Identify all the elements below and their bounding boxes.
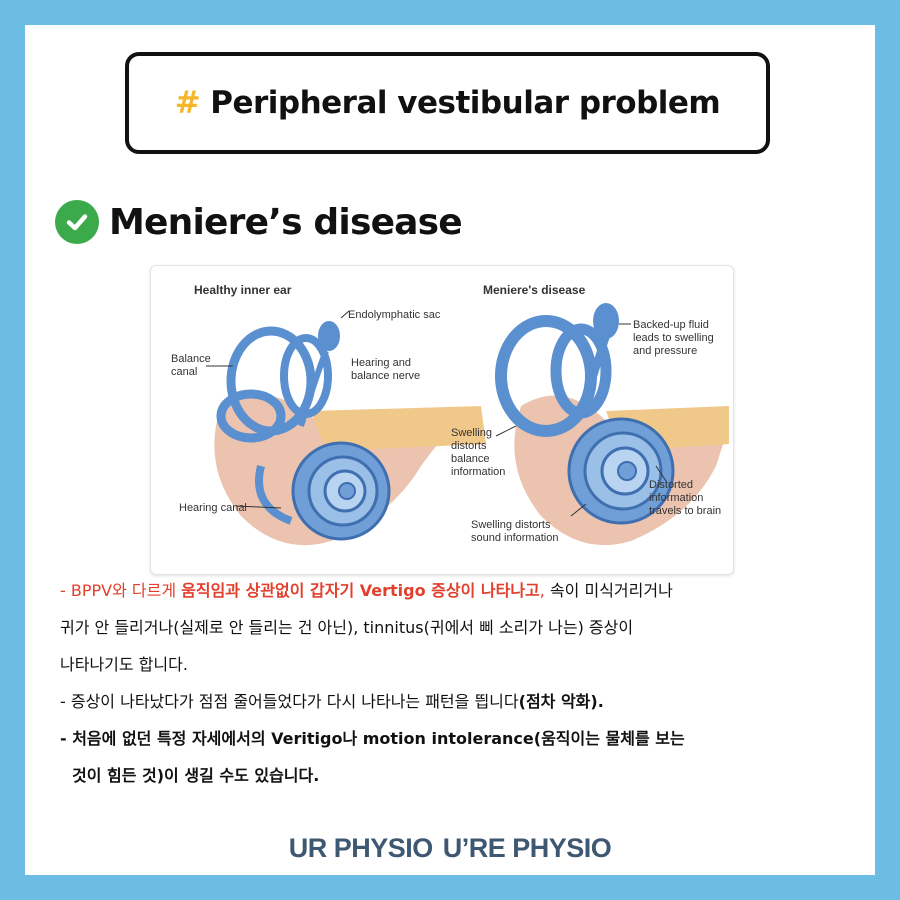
p1-highlight: 움직임과 상관없이 갑자기 Vertigo 증상이 나타나고 — [181, 581, 540, 600]
section-heading: Meniere’s disease — [55, 200, 463, 244]
section-title: Meniere’s disease — [109, 201, 463, 243]
label-backed-2: leads to swelling — [633, 332, 714, 344]
label-balance-2: canal — [171, 366, 197, 378]
page-title: #Peripheral vestibular problem — [175, 85, 721, 121]
inner-ear-figure: Healthy inner ear Endolymphatic sac Bala… — [150, 265, 734, 575]
label-backed-1: Backed-up fluid — [633, 319, 709, 331]
label-swell-2: distorts — [451, 440, 487, 452]
check-icon — [55, 200, 99, 244]
label-swell-1: Swelling — [451, 427, 492, 439]
paragraph-1-line-1: - BPPV와 다르게 움직임과 상관없이 갑자기 Vertigo 증상이 나타… — [60, 572, 860, 609]
p1-rest: 속이 미식거리거나 — [544, 581, 673, 600]
label-sound-2: sound information — [471, 532, 558, 544]
paragraph-1-line-2: 귀가 안 들리거나(실제로 안 들리는 건 아닌), tinnitus(귀에서 … — [60, 618, 634, 637]
label-distorted-3: travels to brain — [649, 505, 721, 517]
footer-brand-1: UR PHYSIO — [288, 833, 434, 863]
label-balance-1: Balance — [171, 353, 211, 365]
meniere-ear-illustration — [495, 303, 729, 546]
paragraph-2: - 증상이 나타났다가 점점 줄어들었다가 다시 나타나는 패턴을 띕니다(점차… — [60, 683, 860, 720]
footer-brand-2: U’RE PHYSIO — [442, 833, 612, 863]
footer-brand: UR PHYSIO U’RE PHYSIO — [25, 833, 875, 864]
hash-symbol: # — [174, 85, 201, 121]
label-endolymphatic-sac: Endolymphatic sac — [348, 309, 441, 321]
meniere-heading: Meniere's disease — [483, 283, 586, 297]
label-nerve-2: balance nerve — [351, 370, 420, 382]
label-swell-3: balance — [451, 453, 490, 465]
label-backed-3: and pressure — [633, 345, 697, 357]
label-nerve-1: Hearing and — [351, 357, 411, 369]
content-card: #Peripheral vestibular problem Meniere’s… — [25, 25, 875, 875]
page-title-text: Peripheral vestibular problem — [210, 85, 721, 121]
healthy-ear-illustration — [206, 310, 486, 546]
paragraph-1-line-3: 나타나기도 합니다. — [60, 655, 188, 674]
label-distorted-2: information — [649, 492, 703, 504]
label-distorted-1: Distorted — [649, 479, 693, 491]
paragraph-3-line-2: 것이 힘든 것)이 생길 수도 있습니다. — [72, 766, 320, 785]
description: - BPPV와 다르게 움직임과 상관없이 갑자기 Vertigo 증상이 나타… — [60, 572, 860, 794]
label-sound-1: Swelling distorts — [471, 519, 551, 531]
p2-bold: (점차 악화). — [518, 692, 604, 711]
p1-prefix: - BPPV와 다르게 — [60, 581, 182, 600]
p2-text: - 증상이 나타났다가 점점 줄어들었다가 다시 나타나는 패턴을 띕니다 — [60, 692, 519, 711]
healthy-ear-heading: Healthy inner ear — [194, 283, 292, 297]
label-hearing-canal: Hearing canal — [179, 502, 247, 514]
p1-comma: , — [539, 581, 545, 600]
paragraph-3-line-1: - 처음에 없던 특정 자세에서의 Veritigo나 motion intol… — [60, 729, 685, 748]
title-box: #Peripheral vestibular problem — [125, 52, 770, 154]
label-swell-4: information — [451, 466, 505, 478]
